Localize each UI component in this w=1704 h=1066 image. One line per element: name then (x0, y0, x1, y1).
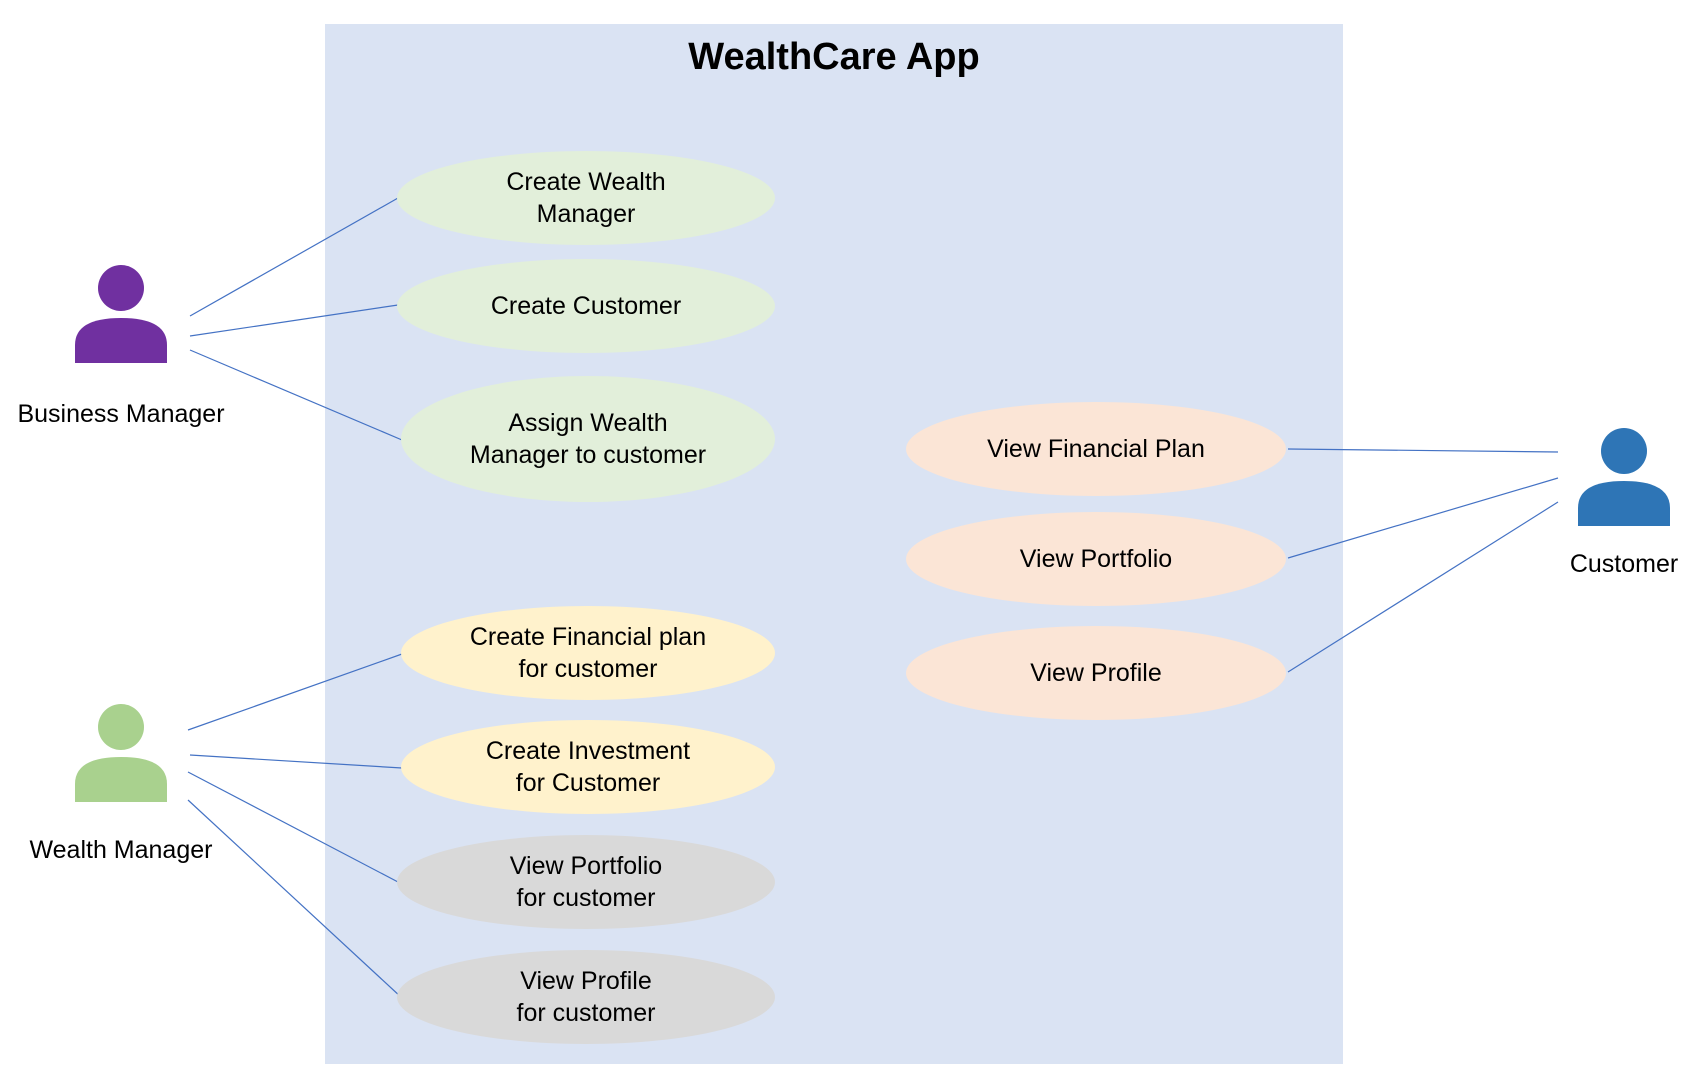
association-bm-assign-wealth-manager (189, 349, 403, 441)
use-case-create-investment[interactable]: Create Investment for Customer (401, 720, 775, 814)
association-wm-view-portfolio-for-customer (187, 771, 399, 883)
use-case-view-financial-plan[interactable]: View Financial Plan (906, 402, 1286, 496)
customer-actor-icon (1578, 428, 1670, 526)
association-bm-create-wealth-manager (189, 197, 399, 317)
system-title: WealthCare App (688, 36, 980, 78)
association-wm-view-profile-for-customer (187, 799, 403, 999)
association-wm-create-financial-plan (187, 653, 403, 731)
wealth-manager-actor-icon (75, 704, 167, 802)
business-manager-actor-icon (75, 265, 167, 363)
use-case-view-portfolio-for-customer[interactable]: View Portfolio for customer (397, 835, 775, 929)
use-case-view-profile[interactable]: View Profile (906, 626, 1286, 720)
association-customer-view-portfolio (1287, 477, 1559, 559)
use-case-create-customer[interactable]: Create Customer (397, 259, 775, 353)
actor-label-business-manager: Business Manager (17, 400, 225, 428)
use-case-view-portfolio[interactable]: View Portfolio (906, 512, 1286, 606)
association-bm-create-customer (189, 304, 399, 337)
use-case-view-profile-for-customer[interactable]: View Profile for customer (397, 950, 775, 1044)
association-wm-create-investment (189, 754, 403, 769)
actor-label-wealth-manager: Wealth Manager (29, 836, 213, 864)
use-case-create-wealth-manager[interactable]: Create Wealth Manager (397, 151, 775, 245)
association-customer-view-financial-plan (1287, 448, 1559, 453)
association-customer-view-profile (1287, 501, 1559, 673)
use-case-create-financial-plan[interactable]: Create Financial plan for customer (401, 606, 775, 700)
actor-label-customer: Customer (1569, 550, 1679, 578)
use-case-assign-wealth-manager[interactable]: Assign Wealth Manager to customer (401, 376, 775, 502)
